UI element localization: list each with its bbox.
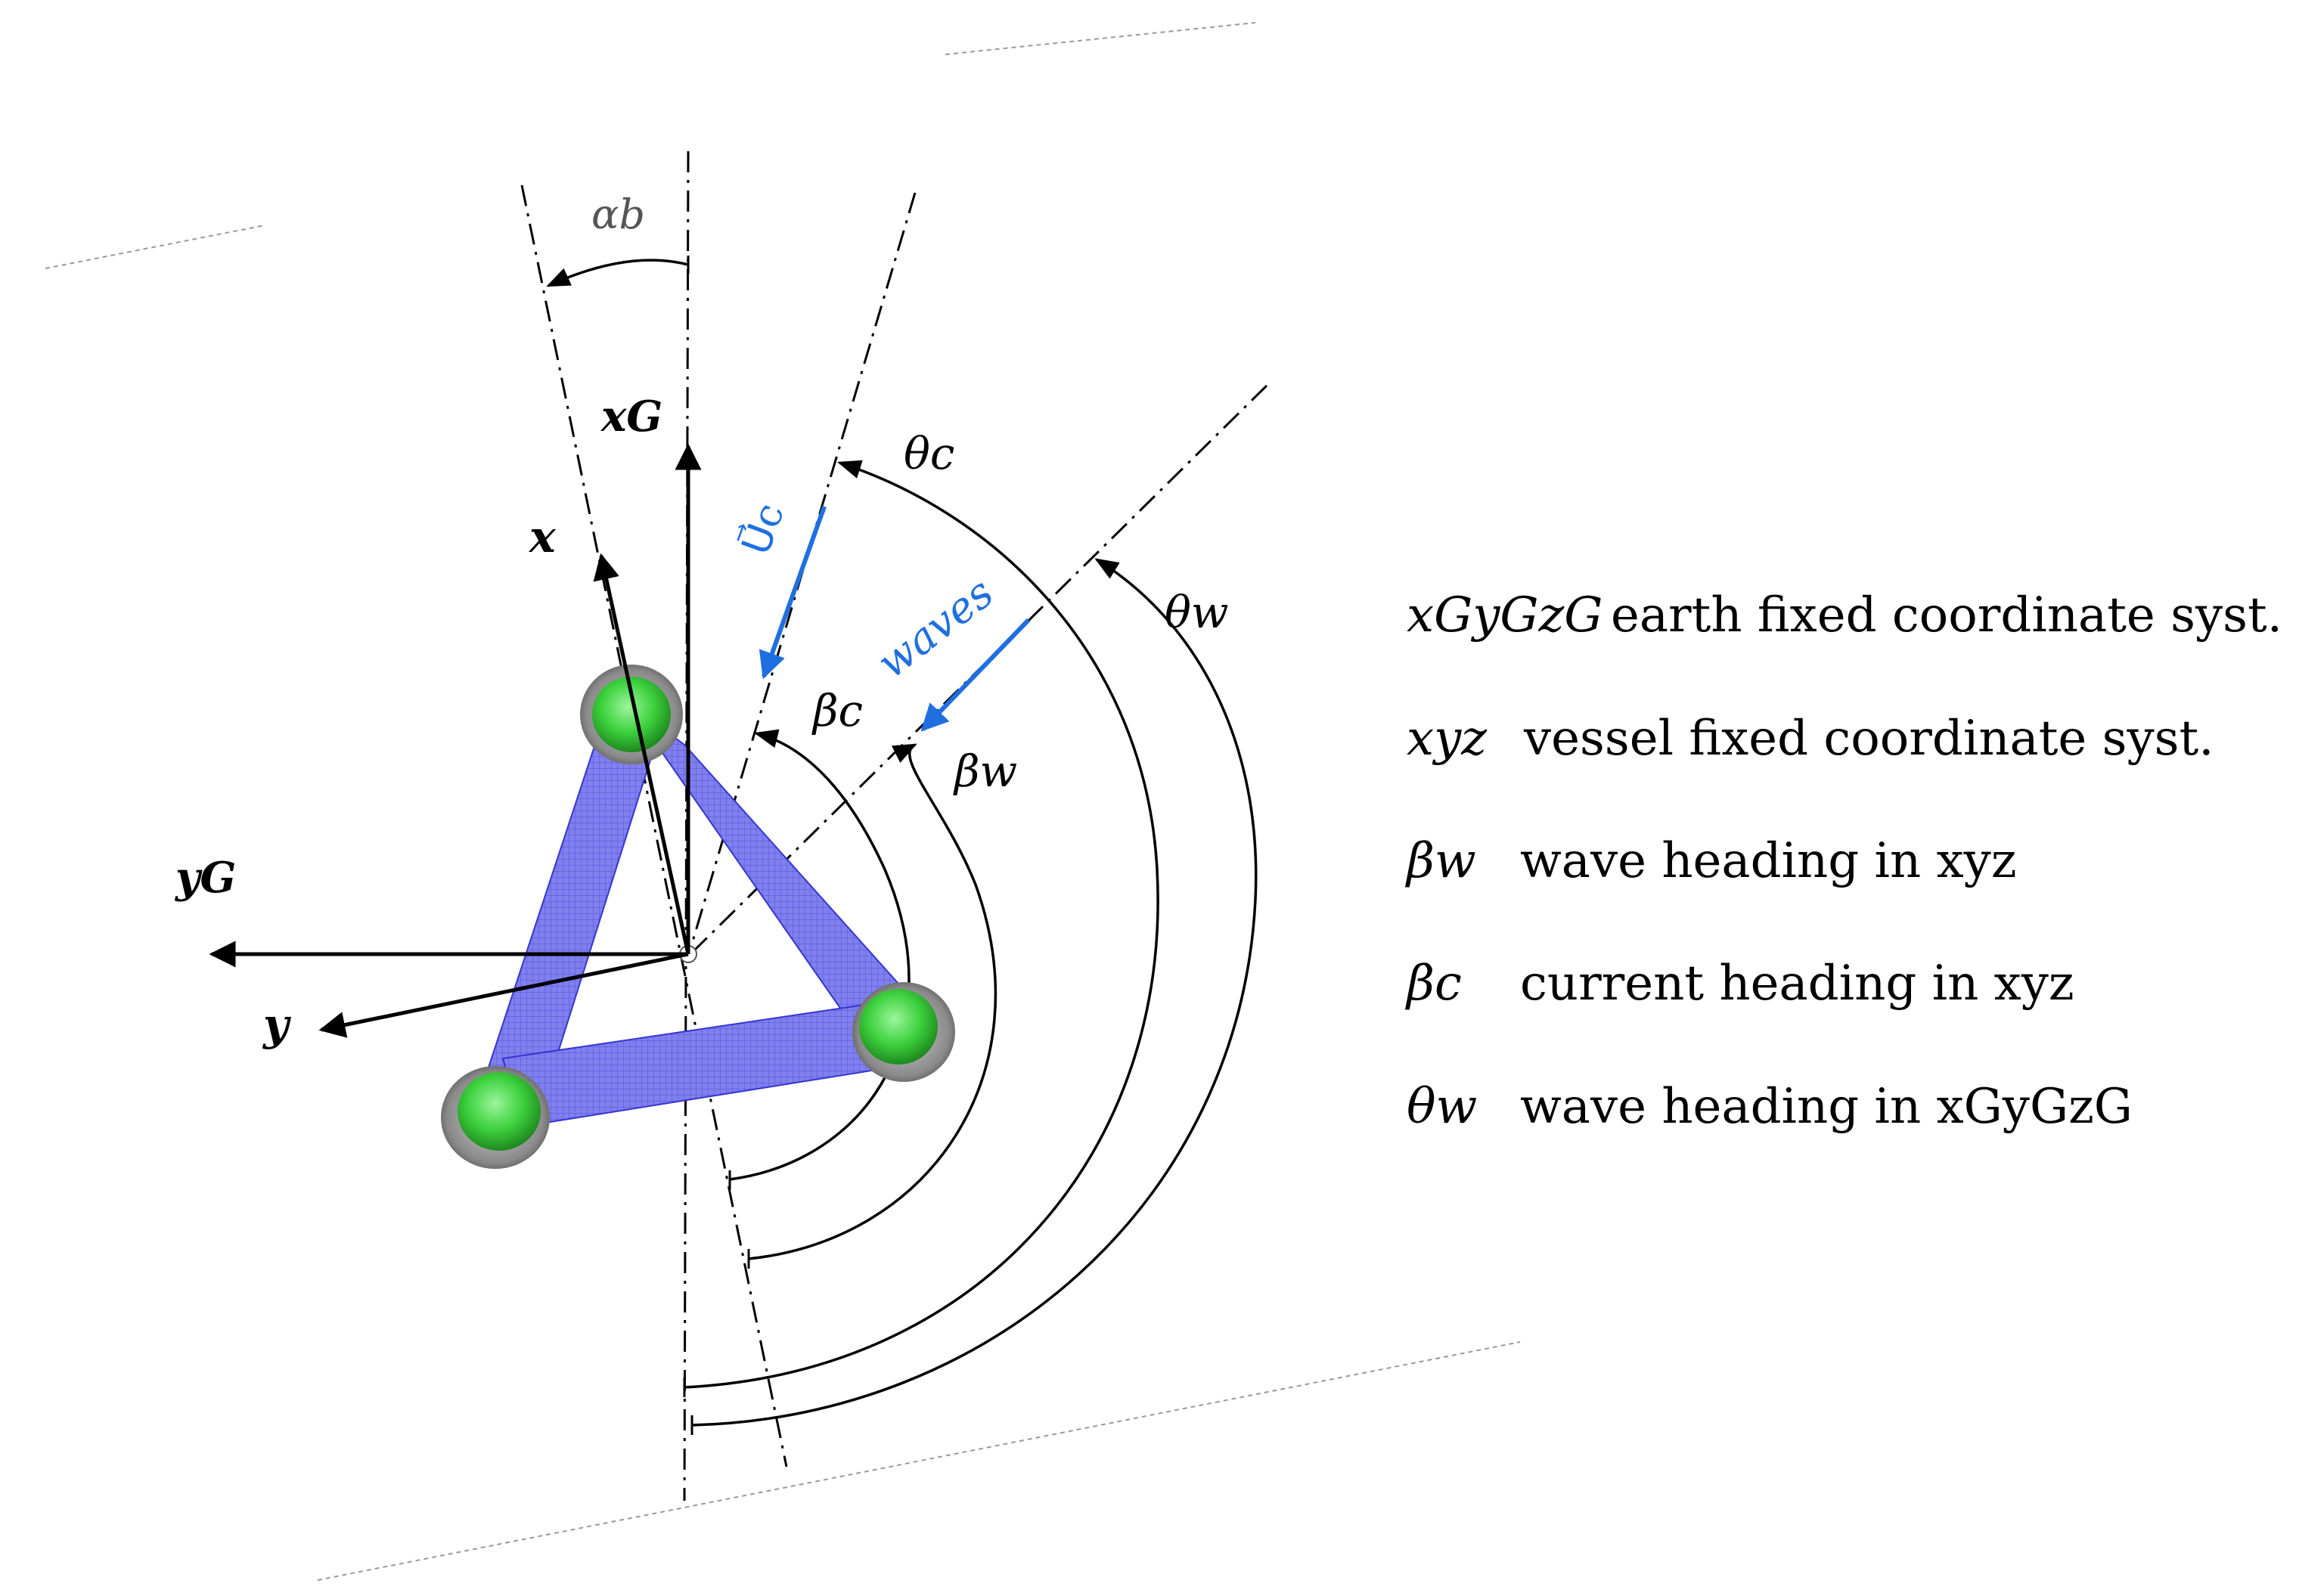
heading-arcs [683, 460, 1258, 1435]
legend-text: wave heading in xGyGzG [1520, 1079, 2133, 1135]
x-g-label: xG [600, 392, 662, 442]
legend: xGyGzG earth fixed coordinate syst. xyz … [1405, 587, 2282, 1135]
theta-w-label: θw [1165, 587, 1229, 638]
current-velocity-label: U⃗c [732, 497, 794, 561]
theta-w-arc [691, 558, 1258, 1427]
legend-text: wave heading in xyz [1520, 833, 2017, 889]
alpha-b-arc [546, 259, 689, 287]
legend-symbol: θw [1407, 1079, 1477, 1135]
legend-row-wave-heading-earth: θw wave heading in xGyGzG [1407, 1079, 2133, 1135]
y-axis-arrow [318, 952, 689, 1038]
y-g-label: yG [174, 853, 236, 903]
legend-symbol: xGyGzG [1407, 587, 1602, 643]
page-edges [45, 22, 1521, 1581]
reference-lines [520, 150, 1268, 1501]
legend-row-vessel-fixed: xyz vessel fixed coordinate syst. [1407, 711, 2214, 767]
beta-c-arc [729, 729, 911, 1181]
column-right [852, 982, 955, 1082]
legend-row-earth-fixed: xGyGzG earth fixed coordinate syst. [1407, 587, 2282, 643]
legend-symbol: xyz [1407, 711, 1488, 767]
current-velocity-arrow [759, 505, 827, 680]
vessel-x-reference-line [520, 184, 788, 1467]
legend-symbol: βw [1405, 833, 1476, 889]
alpha-b-label: αb [591, 191, 645, 238]
x-axis-arrow [593, 553, 690, 955]
blue-arrows [759, 505, 1031, 732]
legend-row-current-heading-xyz: βc current heading in xyz [1405, 956, 2074, 1012]
legend-symbol: βc [1405, 956, 1462, 1012]
column-top [580, 665, 683, 764]
legend-text: earth fixed coordinate syst. [1611, 587, 2282, 643]
beta-w-arc [748, 743, 997, 1260]
wave-direction-arrow [920, 618, 1031, 732]
theta-c-arc [684, 460, 1159, 1389]
x-label: x [528, 511, 557, 562]
beta-w-label: βw [953, 745, 1017, 797]
column-left [441, 1066, 550, 1169]
beta-c-label: βc [811, 685, 863, 736]
legend-text: current heading in xyz [1520, 956, 2074, 1012]
y-label: y [262, 999, 292, 1050]
coordinate-axes [209, 443, 702, 1038]
floating-platform [441, 665, 955, 1169]
legend-row-wave-heading-xyz: βw wave heading in xyz [1405, 833, 2017, 889]
theta-c-label: θc [904, 428, 954, 479]
legend-text: vessel fixed coordinate syst. [1523, 711, 2214, 767]
